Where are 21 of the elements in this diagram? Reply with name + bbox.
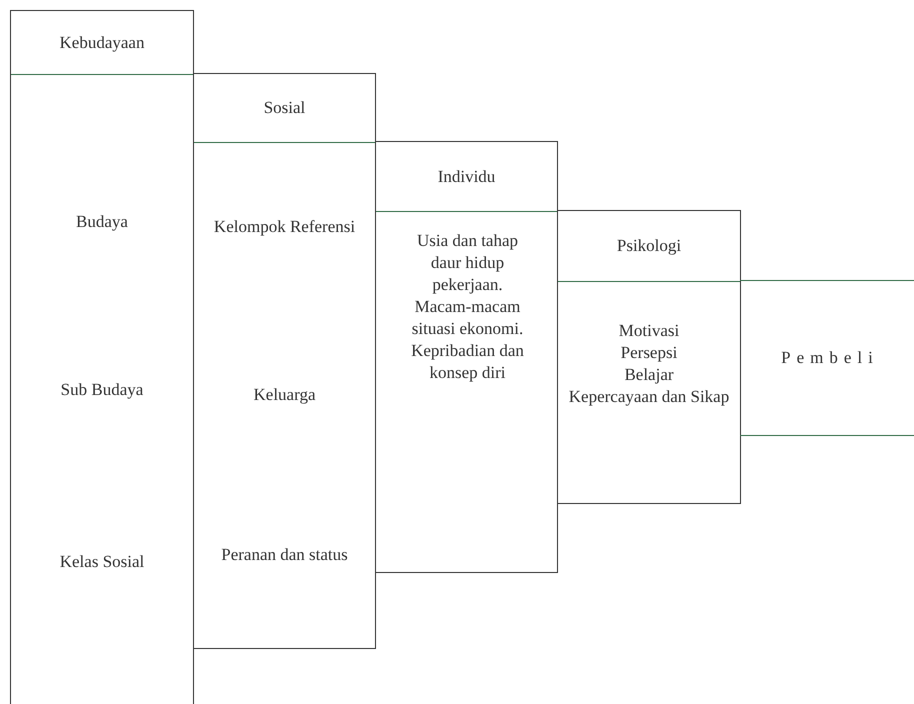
factor-column (193, 73, 376, 649)
buyer-label: Pembeli (781, 348, 879, 368)
column-header: Psikologi (558, 211, 740, 282)
factor-label: Usia dan tahap daur hidup pekerjaan. Macam-macam situasi ekonomi. Kepribadian dan konsep diri (410, 230, 525, 384)
factor-label: Belajar (623, 364, 675, 386)
factor-label: Keluarga (252, 384, 316, 406)
factor-label: Kelompok Referensi (212, 216, 356, 238)
factor-label: Kelas Sosial (58, 551, 146, 573)
factor-column (557, 210, 741, 504)
factor-label: Peranan dan status (220, 544, 349, 566)
factor-column (10, 10, 194, 704)
factor-label: Motivasi (618, 320, 680, 342)
factor-label: Kepercayaan dan Sikap (568, 386, 730, 408)
factor-label: Persepsi (620, 342, 678, 364)
factor-label: Budaya (75, 211, 129, 233)
factor-column (375, 141, 558, 573)
factor-label: Sub Budaya (60, 379, 144, 401)
buyer-band (740, 280, 914, 436)
column-header: Individu (376, 142, 557, 212)
column-header: Sosial (194, 74, 375, 143)
column-header: Kebudayaan (11, 11, 193, 75)
